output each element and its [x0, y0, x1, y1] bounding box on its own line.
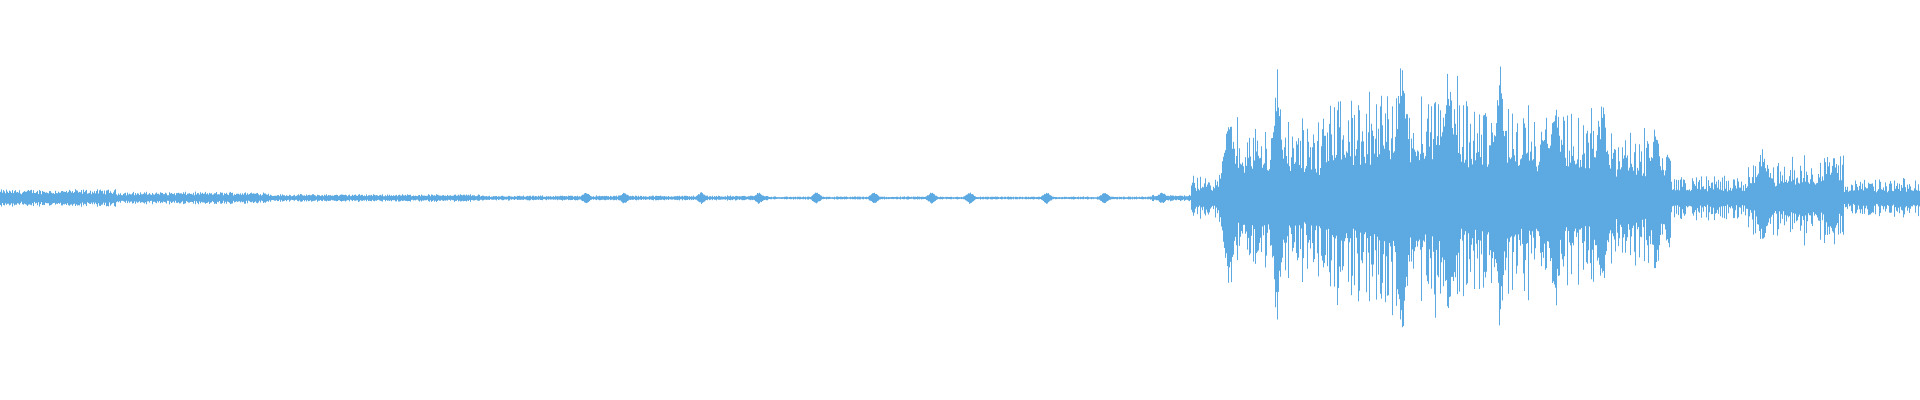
waveform-bars: [0, 66, 1920, 328]
